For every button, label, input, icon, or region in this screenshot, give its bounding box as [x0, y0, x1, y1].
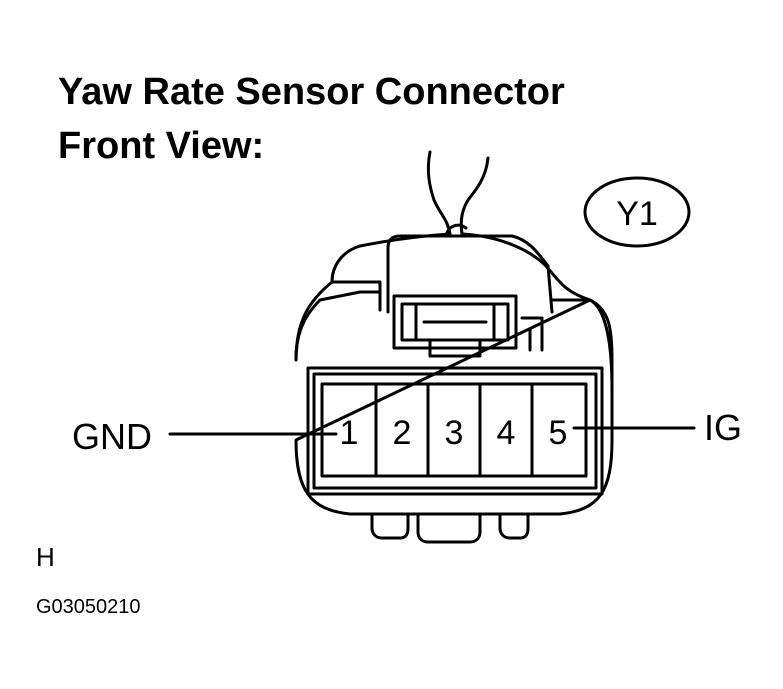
- bottom-key-center: [416, 512, 482, 544]
- pin-3-label: 3: [445, 414, 464, 452]
- pin-2-label: 2: [393, 414, 412, 452]
- gnd-label: GND: [72, 416, 152, 457]
- connector-shell: [294, 232, 614, 392]
- connector-id-label: Y1: [616, 195, 658, 233]
- corner-mark: H: [36, 542, 55, 572]
- connector-body: [294, 290, 614, 516]
- connector-id-oval: [583, 176, 691, 248]
- bottom-key-left: [370, 512, 410, 540]
- wire-harness: [426, 150, 490, 238]
- bottom-key-right: [498, 512, 530, 540]
- pin-1-label: 1: [340, 414, 359, 452]
- pin-4-label: 4: [497, 414, 516, 452]
- pin-5-label: 5: [549, 414, 568, 452]
- terminal-cavity-block: [320, 382, 588, 478]
- diagram-title: Yaw Rate Sensor Connector: [58, 71, 565, 113]
- lock-housing: [386, 234, 554, 314]
- inner-frame: [306, 366, 604, 496]
- ig-label: IG: [704, 407, 743, 448]
- figure-code: G03050210: [36, 596, 141, 618]
- diagram-subtitle: Front View:: [58, 125, 265, 167]
- locking-latch: [392, 294, 518, 350]
